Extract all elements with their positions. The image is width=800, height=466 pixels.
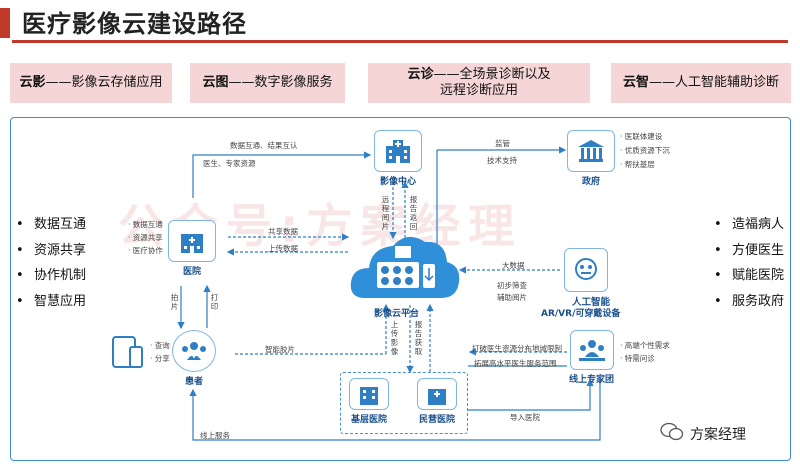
edge-label: · 医疗协作 (128, 246, 163, 255)
banner-text: 人工智能辅助诊断 (675, 75, 780, 90)
title-accent-bar (0, 8, 10, 38)
node-label-ai: 人工智能 (572, 297, 611, 308)
banner-text: 影像云存储应用 (71, 75, 163, 90)
node-patient: 患者 (172, 330, 216, 387)
edge-label: 远程阅片 (381, 195, 390, 231)
grassroots-hospital-icon (349, 378, 389, 410)
banner-head: 云影 (19, 75, 46, 90)
node-grassroots-hospital: 基层医院 (349, 378, 389, 425)
edge-label: 打破医生资源分布地域限制 (472, 344, 562, 353)
node-hospital: 医院 (168, 220, 216, 277)
hospital-icon (168, 220, 216, 262)
edge-label: · 数据互通 (128, 220, 163, 229)
edge-label: · 优质资源下沉 (620, 146, 670, 155)
edge-label: · 医联体建设 (620, 132, 663, 141)
edge-label: · 高端个性需求 (620, 341, 670, 350)
left-bullet-list: 数据互通 资源共享 协作机制 智慧应用 (14, 212, 86, 314)
list-item: 方便医生 (712, 238, 784, 264)
edge-label: 拓展高水平医生服务范围 (474, 359, 557, 368)
node-label-cloud-platform: 影像云平台 (374, 309, 420, 319)
hospital-building-icon (374, 130, 422, 172)
wechat-icon (660, 422, 684, 446)
node-imaging-center: 影像中心 (374, 130, 422, 187)
banner-head: 云诊 (407, 67, 434, 82)
edge-label: · 查询 (150, 341, 170, 350)
banner-dash: —— (433, 67, 460, 82)
page-title: 医疗影像云建设路径 (22, 10, 247, 38)
node-label: 影像中心 (379, 177, 416, 187)
banner-cloud-image: 云影——影像云存储应用 (10, 63, 172, 103)
edge-label: · 特需问诊 (620, 354, 655, 363)
edge-label: 报告返回 (409, 195, 418, 231)
node-experts: 线上专家团 (569, 330, 614, 385)
private-hospital-icon (417, 378, 457, 410)
banner-text: 全场景诊断以及 (459, 67, 551, 82)
edge-label: · 帮扶基层 (620, 160, 655, 169)
list-item: 造福病人 (712, 212, 784, 238)
ai-robot-icon (564, 248, 608, 292)
edge-label: 报告获取 (414, 320, 423, 356)
node-label: 民营医院 (418, 415, 455, 425)
banner-head: 云图 (202, 75, 229, 90)
node-government: 政府 (567, 130, 615, 187)
list-item: 数据互通 (14, 212, 86, 238)
edge-label: 数据互通、结果互认 (230, 141, 298, 150)
banner-text: 数字影像服务 (254, 75, 333, 90)
logo-text: 方案经理 (690, 427, 746, 443)
banner-dash: —— (228, 75, 255, 90)
edge-label: 大数据 (502, 261, 525, 270)
edge-label: · 分享 (150, 354, 170, 363)
node-private-hospital: 民营医院 (417, 378, 457, 425)
edge-label: 上传影像 (390, 320, 399, 356)
title-underline (12, 40, 788, 43)
node-label: 患者 (184, 377, 203, 387)
devices-icon (112, 335, 144, 375)
government-building-icon (567, 130, 615, 172)
edge-label: 智能胶片 (265, 345, 295, 354)
node-label: 政府 (581, 177, 600, 187)
list-item: 协作机制 (14, 263, 86, 289)
node-ai (564, 248, 608, 292)
list-item: 智慧应用 (14, 289, 86, 315)
node-label: 线上专家团 (569, 375, 615, 385)
edge-label: 技术支持 (487, 156, 517, 165)
banner-dash: —— (649, 75, 675, 90)
edge-label: 初步筛查 (497, 281, 527, 290)
right-bullet-list: 造福病人 方便医生 赋能医院 服务政府 (712, 212, 784, 314)
edge-label: 导入医院 (510, 413, 540, 422)
list-item: 资源共享 (14, 238, 86, 264)
diagram-frame (10, 117, 791, 461)
patient-group-icon (172, 330, 216, 372)
cloud-platform-icon (347, 226, 462, 310)
node-label: 医院 (182, 267, 201, 277)
banner-dash: —— (45, 75, 72, 90)
edge-label: 打印 (210, 293, 219, 311)
banner-cloud-graph: 云图——数字影像服务 (190, 63, 345, 103)
expert-group-icon (569, 330, 614, 370)
edge-label: 共享数据 (268, 227, 298, 236)
edge-label: · 资源共享 (128, 233, 163, 242)
banner-cloud-diagnosis: 云诊——全场景诊断以及 远程诊断应用 (368, 63, 590, 103)
list-item: 服务政府 (712, 289, 784, 315)
edge-label: 上传数据 (268, 244, 298, 253)
brand-logo: 方案经理 (660, 422, 746, 446)
banner-cloud-intelligence: 云智——人工智能辅助诊断 (611, 63, 791, 103)
edge-label: 医生、专家资源 (203, 159, 256, 168)
node-label-ai-sub: AR/VR/可穿戴设备 (541, 309, 621, 319)
edge-label: 辅助阅片 (497, 293, 527, 302)
list-item: 赋能医院 (712, 263, 784, 289)
edge-label: 线上服务 (200, 431, 230, 440)
node-label: 基层医院 (350, 415, 387, 425)
banner-head: 云智 (622, 75, 649, 90)
bottom-hospitals-group (340, 372, 468, 434)
banner-text-line2: 远程诊断应用 (439, 83, 518, 98)
edge-label: 拍片 (170, 293, 179, 311)
edge-label: 监管 (495, 139, 510, 148)
